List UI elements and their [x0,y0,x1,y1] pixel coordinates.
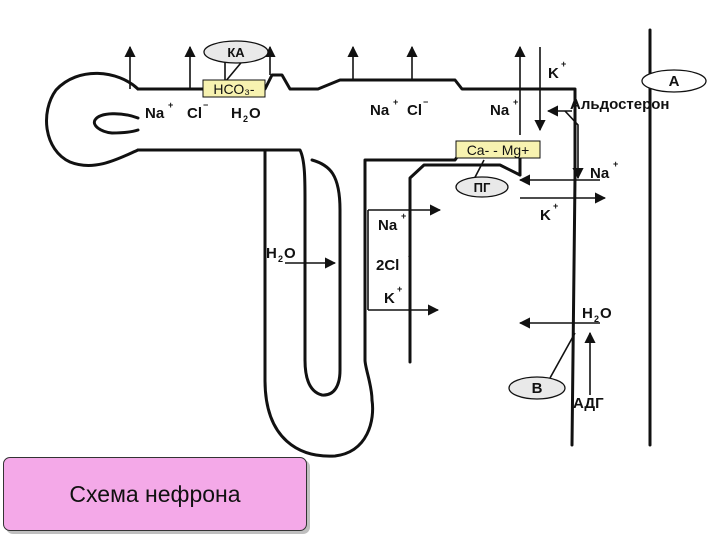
svg-text:+: + [393,97,398,107]
cl-label-2: Cl [407,102,422,119]
aldosterone-connector-b [564,110,584,180]
na-label-1: Na [145,105,165,122]
diagram-title: Схема нефрона [69,480,241,507]
k-label-right: K [540,207,551,224]
svg-text:+: + [553,201,558,211]
svg-text:+: + [168,100,173,110]
adh-label: АДГ [573,395,604,412]
ca-mg-label: Ca- - Mg+ [467,142,530,158]
ka-ellipse [203,40,269,64]
hco3-label: НСО₃- [213,81,255,97]
a-label: А [669,73,680,90]
collecting-duct-inner-wall [520,87,577,447]
na-label-right: Na [590,165,610,182]
b-label: В [532,380,543,397]
adh-connector [549,332,576,379]
h2o-label-1: H [231,105,242,122]
svg-text:O: O [600,305,612,322]
na-label-3: Na [490,102,510,119]
svg-text:−: − [203,100,208,110]
aldosterone-label: Альдостерон [570,96,670,113]
svg-text:-: - [408,251,411,261]
na-label-2: Na [370,102,390,119]
loop-outer-wall [263,148,375,458]
pg-label: ПГ [474,180,491,195]
a-ellipse [641,69,707,93]
ca-mg-box [455,140,541,159]
bowman-inner-wall [92,112,140,135]
cl-label-1: Cl [187,105,202,122]
svg-text:+: + [513,97,518,107]
proximal-tubule-top-wall [136,73,524,91]
cl-label-loop: 2Cl [376,257,399,274]
svg-text:+: + [401,211,406,221]
caption-box: Схема нефрона [3,457,307,531]
loop-inner-wall [303,158,342,397]
svg-text:+: + [561,59,566,69]
k-label-loop: K [384,290,395,307]
svg-text:2: 2 [243,114,248,124]
svg-text:O: O [284,245,296,262]
ka-label: КА [227,45,245,60]
hco3-box [202,79,266,98]
svg-text:+: + [613,159,618,169]
na-label-loop: Na [378,217,398,234]
k-label-top: K [548,65,559,82]
pg-ellipse [455,176,509,198]
svg-text:+: + [397,284,402,294]
svg-text:O: O [249,105,261,122]
h2o-label-right: H [582,305,593,322]
b-ellipse [508,376,566,400]
svg-text:−: − [423,97,428,107]
proximal-tubule-inner-wall [136,148,307,362]
h2o-label-loop: H [266,245,277,262]
svg-text:2: 2 [594,314,599,324]
ascending-limb-inner-wall [408,163,522,364]
bowman-capsule [45,71,140,167]
svg-text:2: 2 [278,254,283,264]
